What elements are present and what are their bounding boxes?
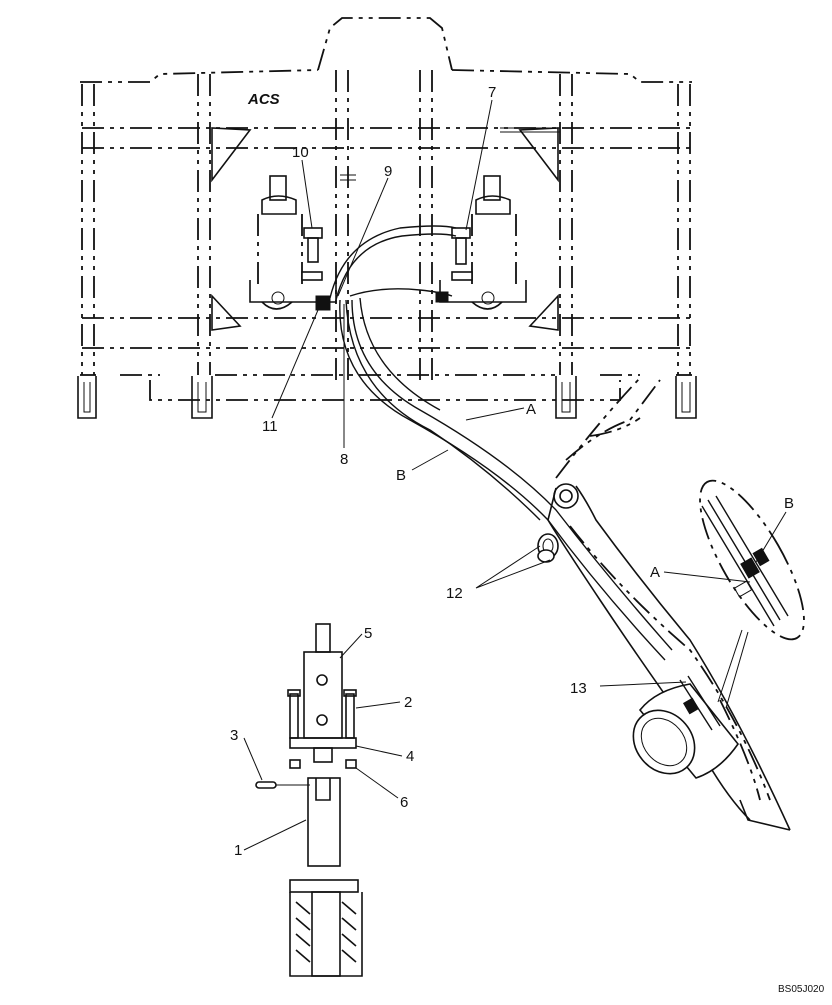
callout-6: 6 [400,794,408,811]
hydraulic-hoses [329,225,673,661]
callout-b-hose: B [396,467,406,484]
frame-logo: ACS [247,91,280,108]
callout-a-detail: A [650,564,660,581]
callout-7: 7 [488,84,496,101]
callout-a-hose: A [526,401,536,418]
callout-5: 5 [364,625,372,642]
left-lock-cylinder [249,175,337,311]
reference-code: BS05J020 [778,984,825,995]
callout-11: 11 [262,418,278,435]
callout-10: 10 [292,144,309,161]
callouts: 10 9 7 11 8 A B B A 12 13 5 2 3 4 6 1 [230,84,794,859]
detail-inset [699,479,805,709]
hose-clips [537,533,559,563]
callout-9: 9 [384,163,392,180]
loader-arm [547,377,791,831]
callout-3: 3 [230,727,238,744]
coupler-frame [77,17,697,419]
callout-8: 8 [340,451,348,468]
hose-sleeve [632,675,739,779]
callout-2: 2 [404,694,412,711]
callout-b-detail: B [784,495,794,512]
callout-4: 4 [406,748,414,765]
callout-12: 12 [446,585,463,602]
right-lock-cylinder [435,175,527,310]
callout-1: 1 [234,842,242,859]
leader-lines [243,99,787,851]
callout-13: 13 [570,680,587,697]
pin-assembly [255,623,363,977]
